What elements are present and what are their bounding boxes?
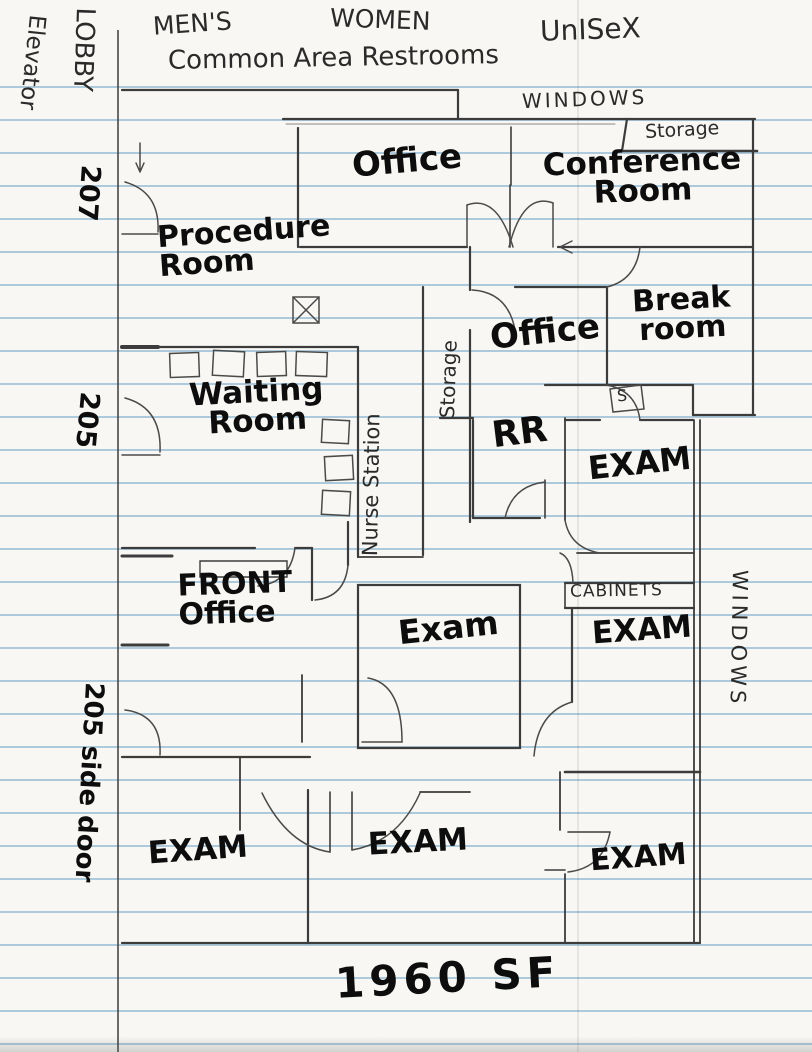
common-area-restrooms-label: Common Area Restrooms — [167, 40, 500, 76]
windows-right-label: WINDOWS — [725, 569, 752, 708]
exam-center-label: Exam — [396, 602, 501, 653]
restroom-rr-label: RR — [489, 408, 550, 457]
unisex-restroom-label: UnISeX — [539, 11, 642, 48]
storage-top-label: Storage — [644, 117, 720, 143]
front-office-label: FRONT Office — [176, 564, 293, 633]
windows-top-label: WINDOWS — [521, 84, 648, 114]
cabinets-label: CABINETS — [569, 580, 663, 602]
exam-mid-right-label: EXAM — [590, 608, 694, 652]
exam-bottom-right-label: EXAM — [588, 836, 688, 879]
paper-crease — [577, 0, 579, 1052]
nurse-station-label: Nurse Station — [358, 413, 385, 557]
office-mid-label: Office — [488, 306, 602, 358]
exam-upper-label: EXAM — [586, 438, 693, 488]
door-205-label: 205 — [69, 390, 105, 450]
break-room-label: Break room — [631, 279, 732, 348]
total-area-label: 1960 SF — [333, 947, 562, 1008]
waiting-room-label: Waiting Room — [188, 370, 325, 442]
margin-line — [117, 30, 119, 1052]
womens-restroom-label: WOMEN — [329, 3, 431, 36]
exam-bottom-left-label: EXAM — [146, 828, 250, 872]
door-207-label: 207 — [71, 164, 106, 223]
sink-closet-label: S — [616, 385, 628, 406]
office-top-label: Office — [350, 136, 464, 186]
lobby-label: LOBBY — [67, 7, 100, 93]
storage-corridor-label: Storage — [435, 339, 462, 419]
conference-room-label: Conference Room — [542, 140, 742, 212]
mens-restroom-label: MEN'S — [152, 6, 233, 41]
page-edge-shadow — [0, 1036, 812, 1052]
exam-bottom-center-label: EXAM — [367, 821, 469, 863]
